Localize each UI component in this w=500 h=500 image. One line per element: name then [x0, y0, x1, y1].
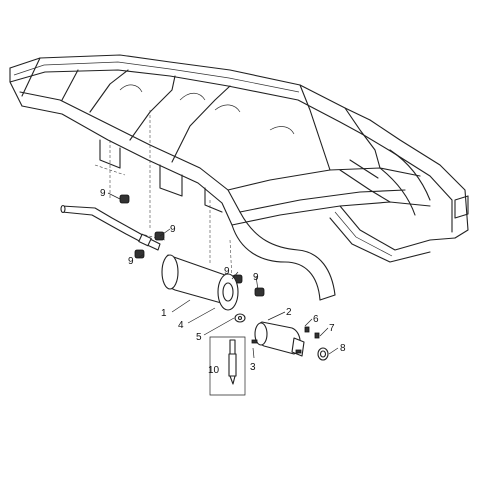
muffler-part — [161, 254, 239, 311]
callout-6: 6 — [313, 314, 319, 325]
lambda-sensor-part — [209, 336, 246, 396]
mounting-guide-lines — [94, 110, 233, 281]
front-exhaust-pipe — [60, 204, 161, 251]
callout-9-rear-b: 9 — [253, 272, 259, 283]
callout-9-mid: 9 — [170, 224, 176, 235]
gasket-clamp-parts — [234, 313, 246, 323]
fastener-parts — [251, 326, 320, 354]
callout-2: 2 — [286, 307, 292, 318]
callout-4: 4 — [178, 320, 184, 331]
callout-1: 1 — [161, 308, 167, 319]
callout-9-lower-left: 9 — [128, 256, 134, 267]
callout-7: 7 — [329, 323, 335, 334]
callout-5: 5 — [196, 332, 202, 343]
chassis-frame — [9, 54, 469, 301]
callout-leader-lines — [107, 192, 339, 359]
catalytic-converter-part — [254, 321, 305, 357]
callout-9-rear-a: 9 — [224, 266, 230, 277]
callout-3: 3 — [250, 362, 256, 373]
callout-10: 10 — [208, 365, 220, 376]
callout-labels: 1 2 3 4 5 6 7 8 9 9 9 9 9 10 — [100, 188, 346, 376]
callout-9-upper-left: 9 — [100, 188, 106, 199]
callout-8: 8 — [340, 343, 346, 354]
seal-ring-part — [317, 347, 329, 361]
